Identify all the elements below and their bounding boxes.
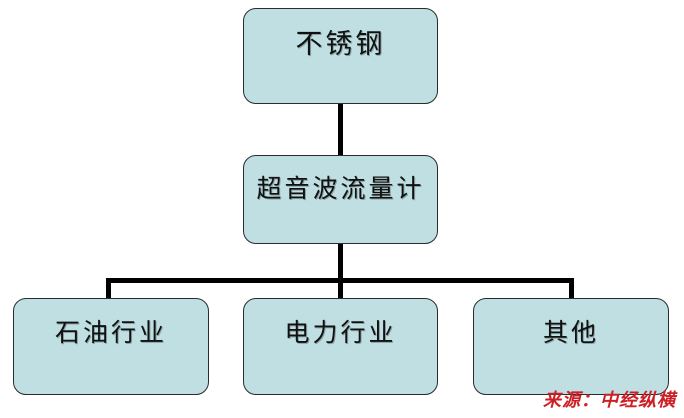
node-application-power[interactable]: 电力行业: [243, 298, 438, 395]
source-attribution: 来源：中经纵横: [543, 390, 676, 411]
connector-drop-oil: [106, 278, 111, 299]
connector-drop-other: [569, 278, 574, 299]
connector-product-to-bus: [338, 243, 343, 283]
node-root[interactable]: 不锈钢: [243, 8, 438, 104]
node-application-oil[interactable]: 石油行业: [13, 298, 209, 395]
connector-drop-power: [338, 278, 343, 299]
node-product-label: 超音波流量计: [256, 174, 425, 203]
node-application-oil-label: 石油行业: [54, 318, 167, 347]
node-application-power-label: 电力行业: [284, 318, 397, 347]
node-application-other-label: 其他: [542, 318, 599, 347]
node-root-label: 不锈钢: [295, 29, 386, 60]
node-product[interactable]: 超音波流量计: [243, 155, 438, 244]
node-application-other[interactable]: 其他: [473, 298, 669, 395]
connector-root-to-product: [338, 103, 343, 156]
